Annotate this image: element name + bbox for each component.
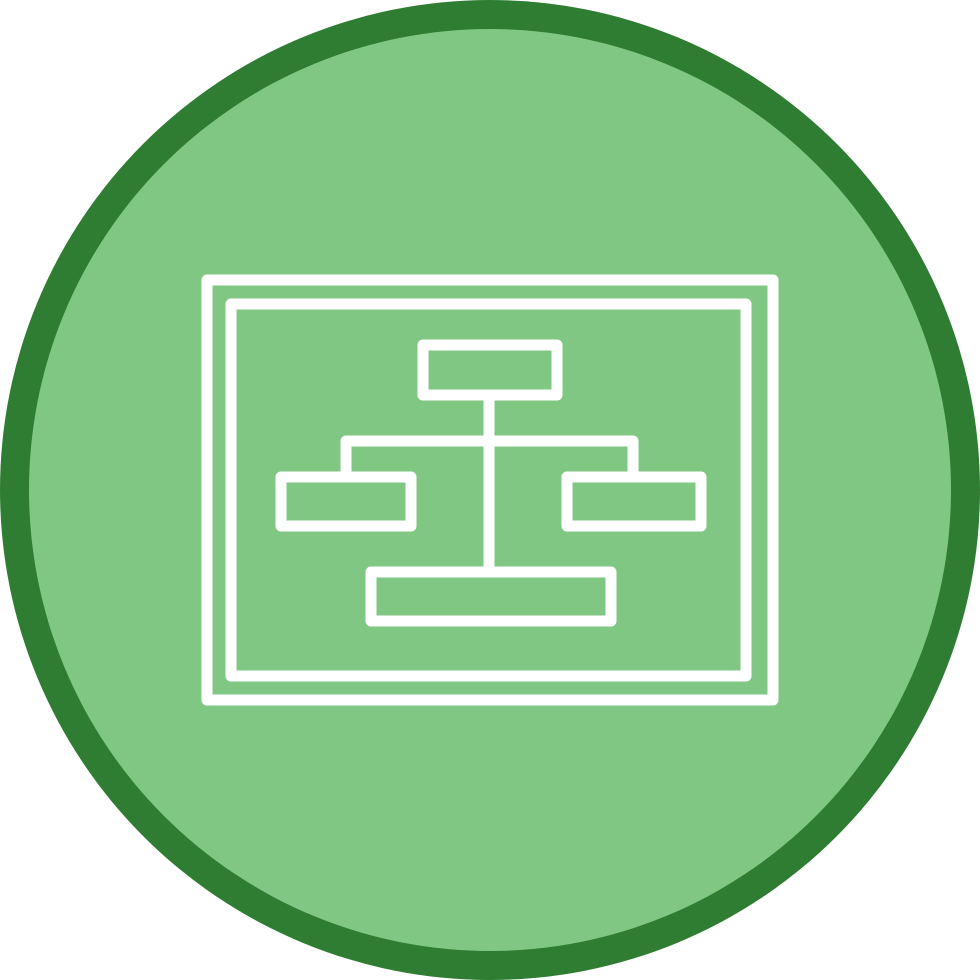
board-inner-frame <box>225 298 752 682</box>
line-art <box>201 274 779 706</box>
branch-connector <box>340 435 639 483</box>
board-outer-frame <box>201 274 779 706</box>
